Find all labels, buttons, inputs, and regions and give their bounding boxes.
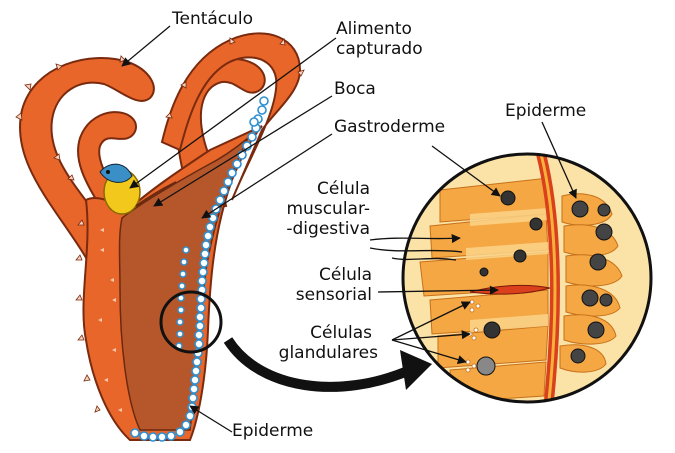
label-gland-line1: Células <box>274 324 372 343</box>
label-muscle-line3: -digestiva <box>264 220 370 239</box>
label-sensory-line1: Célula <box>274 266 372 285</box>
hydra-body <box>16 33 304 441</box>
label-muscle-line1: Célula <box>274 180 370 199</box>
zoom-cross-section <box>403 150 651 410</box>
label-food-line2: capturado <box>336 40 423 59</box>
label-gland-line2: glandulares <box>262 344 378 363</box>
label-gastroderm: Gastroderme <box>334 118 445 137</box>
label-mouth: Boca <box>334 80 376 99</box>
label-epiderm-top: Epiderme <box>505 102 586 121</box>
label-tentacle: Tentáculo <box>172 10 253 29</box>
label-epiderm-bottom: Epiderme <box>232 422 313 441</box>
label-food-line1: Alimento <box>336 20 412 39</box>
label-muscle-line2: muscular- <box>264 200 370 219</box>
zoom-arrow-head <box>400 350 432 390</box>
label-sensory-line2: sensorial <box>264 286 372 305</box>
